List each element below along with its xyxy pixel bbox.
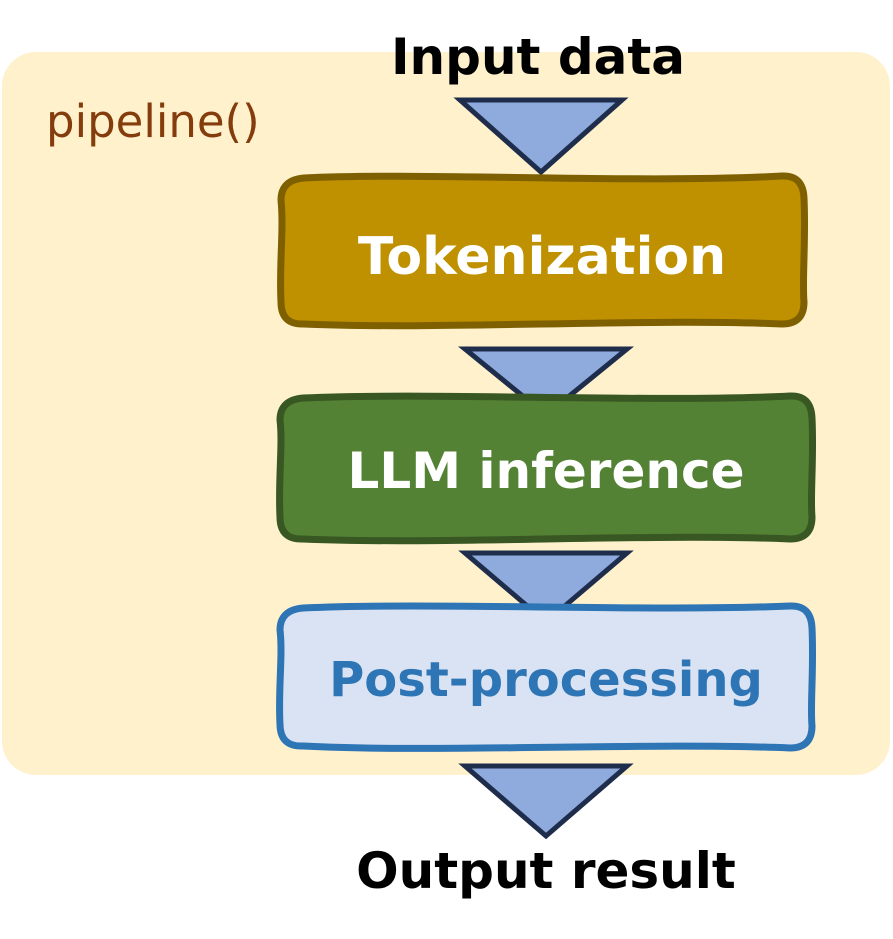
pipeline-container-label: pipeline() [46,95,260,148]
step-post-processing: Post-processing [276,602,817,752]
step-llm-inference-box [276,392,817,545]
step-post-processing-box [276,602,817,752]
flow-arrow-input [453,97,629,176]
step-tokenization-box [277,172,809,330]
step-tokenization-label: Tokenization [358,227,726,287]
step-llm-inference-label: LLM inference [348,442,745,500]
step-tokenization: Tokenization [277,172,809,330]
step-llm-inference: LLM inference [276,392,817,545]
output-result-label: Output result [356,842,736,900]
flow-arrow-inference-to-postprocessing [458,550,634,626]
flow-arrow-tokenization-to-inference [457,346,635,419]
step-post-processing-label: Post-processing [329,652,763,708]
input-data-label: Input data [391,28,685,86]
flow-arrow-output [458,763,634,840]
